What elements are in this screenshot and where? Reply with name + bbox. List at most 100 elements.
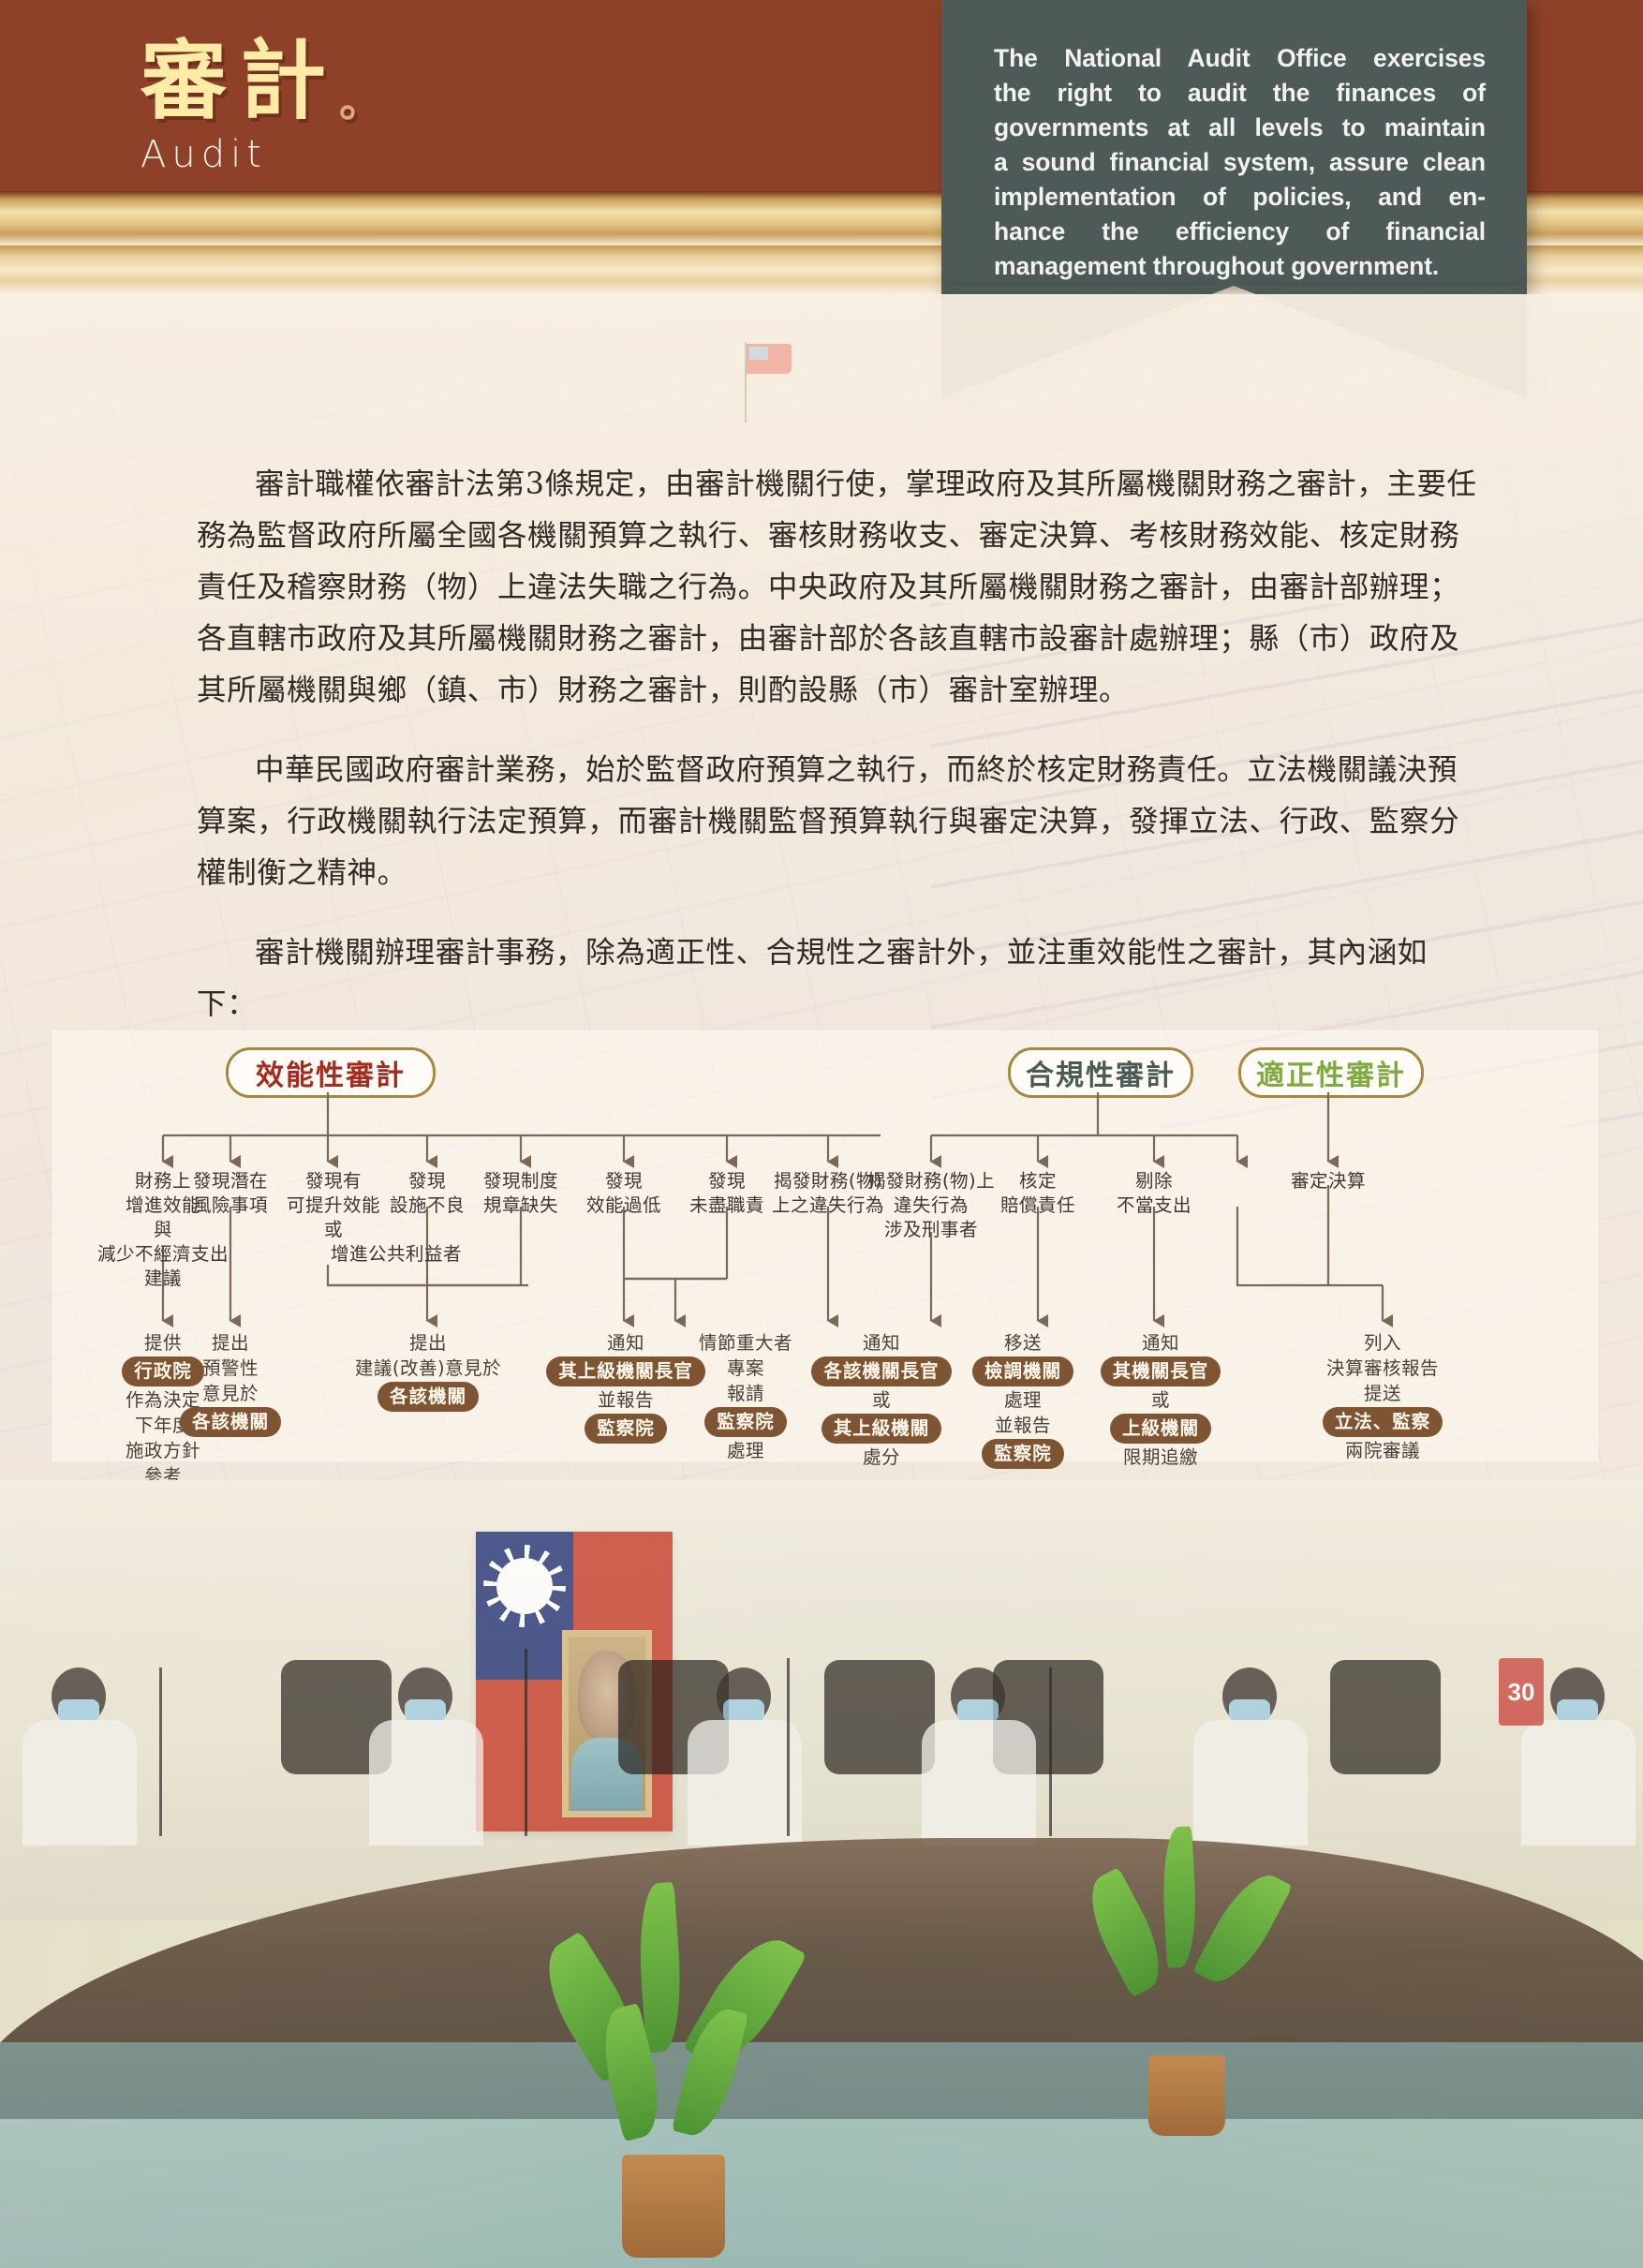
node-line: 發現有 bbox=[304, 1170, 362, 1192]
node-line: 風險事項 bbox=[192, 1194, 268, 1216]
action-line: 列入 bbox=[1363, 1332, 1401, 1354]
action-line: 預警性 bbox=[201, 1357, 259, 1379]
action-line: 限期追繳 bbox=[1122, 1446, 1198, 1468]
action-chip: 上級機關 bbox=[1109, 1414, 1211, 1444]
brand-logo: 審計。 Audit bbox=[141, 37, 571, 176]
action-chip: 各該機關 bbox=[179, 1407, 281, 1437]
action-line: 通知 bbox=[1141, 1332, 1179, 1354]
audit-types-diagram: 效能性審計 合規性審計 適正性審計 bbox=[52, 1030, 1598, 1487]
action-line: 作為決定 bbox=[125, 1389, 200, 1411]
action-line: 下年度 bbox=[134, 1415, 191, 1436]
action-chip: 監察院 bbox=[704, 1407, 787, 1437]
action-line: 處分 bbox=[862, 1446, 900, 1468]
microphone bbox=[787, 1658, 790, 1836]
action-line: 或 bbox=[871, 1389, 891, 1411]
node-line: 規章缺失 bbox=[482, 1194, 558, 1216]
node-line: 效能過低 bbox=[585, 1194, 661, 1216]
action-line: 並報告 bbox=[994, 1415, 1051, 1436]
mission-line: a sound financial system, assure clean bbox=[994, 148, 1486, 176]
mission-line: management throughout government. bbox=[994, 252, 1440, 280]
face-mask-icon bbox=[723, 1699, 764, 1722]
plant-leaf bbox=[671, 2003, 749, 2142]
node-line: 設施不良 bbox=[389, 1194, 465, 1216]
action-line: 建議(改善)意見於 bbox=[354, 1357, 502, 1379]
action-line: 兩院審議 bbox=[1344, 1440, 1420, 1461]
action-line: 處理 bbox=[726, 1440, 764, 1461]
diagram-node: 剔除 不當支出 bbox=[1098, 1169, 1210, 1218]
action-line: 並報告 bbox=[597, 1389, 654, 1411]
mission-statement-text: The National Audit Office exercises the … bbox=[941, 0, 1527, 284]
action-chip: 各該機關 bbox=[377, 1382, 479, 1412]
diagram-action: 提出 預警性 意見於 各該機關 bbox=[157, 1330, 303, 1438]
diagram-action: 提供 行政院 作為決定 下年度 施政方針 參考 bbox=[73, 1330, 253, 1489]
action-line: 專案 bbox=[726, 1357, 764, 1379]
node-line: 發現 bbox=[407, 1170, 446, 1192]
office-chair bbox=[1330, 1660, 1441, 1774]
diagram-action: 通知 其上級機關長官 並報告 監察院 bbox=[532, 1330, 719, 1445]
speed-limit-sign: 30 bbox=[1499, 1658, 1544, 1726]
diagram-action: 通知 其機關長官 或 上級機關 限期追繳 bbox=[1077, 1330, 1244, 1470]
node-line: 賠償責任 bbox=[999, 1194, 1075, 1216]
action-line: 提送 bbox=[1363, 1383, 1401, 1404]
attendee-torso bbox=[1193, 1720, 1308, 1846]
body-paragraph: 審計機關辦理審計事務，除為適正性、合規性之審計外，並注重效能性之審計，其內涵如下… bbox=[197, 936, 1428, 1021]
diagram-action: 通知 各該機關長官 或 其上級機關 處分 bbox=[792, 1330, 970, 1470]
diagram-node: 核定 賠償責任 bbox=[982, 1169, 1094, 1218]
attendee-torso bbox=[688, 1720, 802, 1846]
action-chip: 監察院 bbox=[585, 1414, 667, 1444]
attendee bbox=[9, 1668, 150, 1846]
diagram-title-propriety: 適正性審計 bbox=[1238, 1047, 1424, 1098]
node-line: 審定決算 bbox=[1290, 1170, 1366, 1192]
mission-line: implementation of policies, and en- bbox=[994, 183, 1486, 211]
action-line: 決算審核報告 bbox=[1325, 1357, 1439, 1379]
diagram-action: 列入 決算審核報告 提送 立法、監察 兩院審議 bbox=[1289, 1330, 1476, 1463]
node-line: 可提升效能 bbox=[286, 1194, 380, 1216]
conference-room-photo: 30 bbox=[0, 1480, 1643, 2268]
node-line: 減少不經濟支出 bbox=[96, 1243, 229, 1265]
mission-line: hance the efficiency of financial bbox=[994, 217, 1486, 245]
action-chip: 其上級機關 bbox=[821, 1414, 942, 1444]
action-line: 通知 bbox=[862, 1332, 900, 1354]
node-line: 剔除 bbox=[1134, 1170, 1173, 1192]
body-copy: 審計職權依審計法第3條規定，由審計機關行使，掌理政府及其所屬機關財務之審計，主要… bbox=[197, 459, 1485, 1059]
body-paragraph: 審計職權依審計法第3條規定，由審計機關行使，掌理政府及其所屬機關財務之審計，主要… bbox=[197, 467, 1477, 707]
action-line: 提出 bbox=[211, 1332, 249, 1354]
action-chip: 其機關長官 bbox=[1100, 1356, 1221, 1386]
diagram-node: 發現潛在 風險事項 bbox=[174, 1169, 287, 1218]
action-chip: 監察院 bbox=[982, 1439, 1064, 1469]
action-line: 或 bbox=[1150, 1389, 1170, 1411]
plant-pot bbox=[1148, 2055, 1225, 2136]
diagram-node: 發現有 可提升效能 或 bbox=[272, 1169, 395, 1242]
flag-canton bbox=[749, 347, 768, 360]
logo-chinese-title: 審計。 bbox=[141, 30, 396, 131]
potted-plant bbox=[527, 1881, 807, 2258]
attendee-torso bbox=[369, 1720, 483, 1846]
face-mask-icon bbox=[1557, 1699, 1598, 1722]
action-line: 施政方針 bbox=[125, 1440, 200, 1461]
action-chip: 檢調機關 bbox=[971, 1356, 1073, 1386]
node-line: 未盡職責 bbox=[688, 1194, 764, 1216]
attendee-torso bbox=[922, 1720, 1036, 1846]
flag-pole bbox=[745, 342, 747, 422]
node-line: 發現 bbox=[707, 1170, 746, 1192]
attendee bbox=[356, 1668, 496, 1846]
attendee-torso bbox=[22, 1720, 137, 1846]
body-paragraph: 中華民國政府審計業務，始於監督政府預算之執行，而終於核定財務責任。立法機關議決預… bbox=[197, 753, 1460, 890]
flag-sun-disc bbox=[496, 1558, 553, 1614]
logo-english-title: Audit bbox=[141, 133, 267, 176]
node-line: 財務上 bbox=[134, 1170, 191, 1192]
potted-plant bbox=[1075, 1826, 1293, 2136]
face-mask-icon bbox=[405, 1699, 446, 1722]
room-floor bbox=[0, 2042, 1643, 2268]
action-line: 提供 bbox=[143, 1332, 182, 1354]
microphone bbox=[525, 1649, 527, 1836]
mission-line: governments at all levels to maintain bbox=[994, 113, 1486, 141]
node-line: 發現潛在 bbox=[192, 1170, 268, 1192]
diagram-title-compliance: 合規性審計 bbox=[1008, 1047, 1193, 1098]
office-chair bbox=[824, 1660, 935, 1774]
mission-line: The National Audit Office exercises bbox=[994, 44, 1486, 72]
action-line: 處理 bbox=[1003, 1389, 1042, 1411]
face-mask-icon bbox=[957, 1699, 999, 1722]
node-line: 發現 bbox=[604, 1170, 643, 1192]
diagram-title-effectiveness: 效能性審計 bbox=[226, 1047, 436, 1098]
